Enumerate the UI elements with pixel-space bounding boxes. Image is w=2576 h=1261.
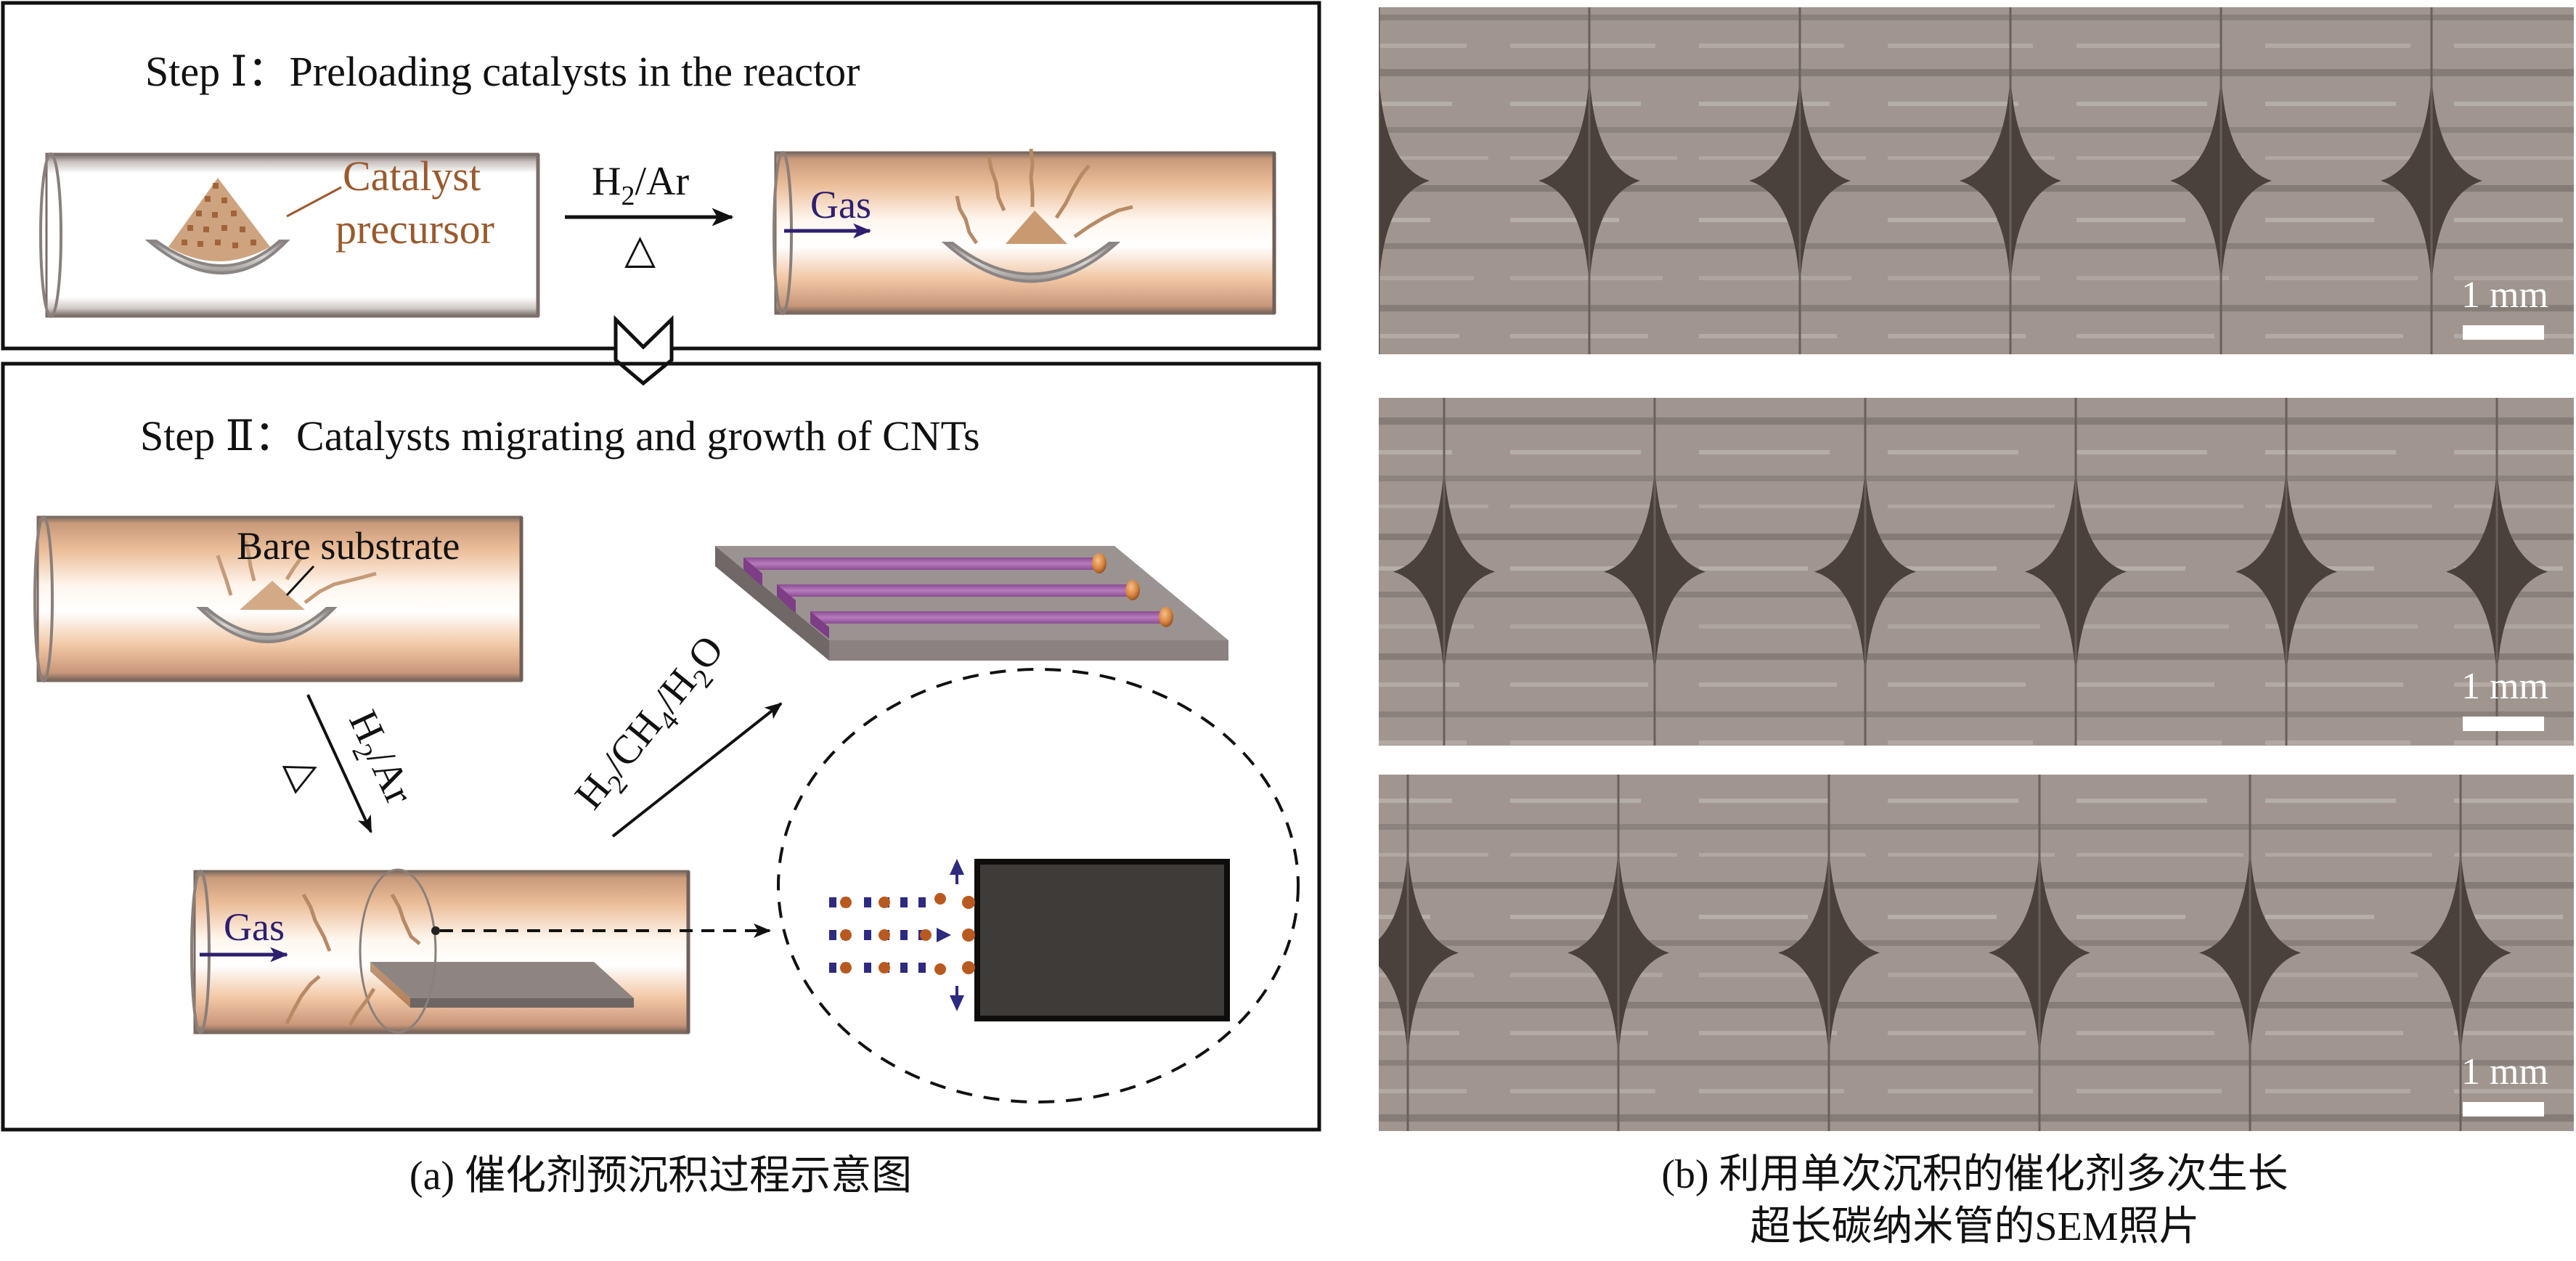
sem-image-2: 1 mm [1379, 398, 2574, 746]
scale-bar [2463, 325, 2544, 340]
catalyst-precursor-pile [168, 178, 270, 261]
scale-bar [2463, 1102, 2544, 1117]
evaporating-precursor-lines [955, 148, 1133, 245]
step2-up-arrow: H2/CH4/H2O [566, 627, 783, 838]
catalyst-boat-step1 [144, 178, 290, 274]
cnt-stripe-3 [810, 611, 1166, 624]
step1-reaction-arrow: H2/Ar △ [565, 159, 734, 272]
substrate-in-tube [370, 962, 634, 998]
scale-bar-label: 1 mm [2461, 666, 2548, 707]
caption-b-line2: 超长碳纳米管的SEM照片 [1750, 1204, 2199, 1249]
caption-a: (a) 催化剂预沉积过程示意图 [409, 1154, 912, 1199]
cross-section-ellipse [359, 868, 437, 1034]
zoom-inset-ellipse [777, 668, 1300, 1103]
up-arrow-label-part: O [679, 627, 733, 678]
step2-title: Step Ⅱ：Catalysts migrating and growth of… [140, 412, 980, 460]
scale-bar-label: 1 mm [2461, 1051, 2548, 1093]
migration-arrow-right [937, 928, 951, 942]
bare-substrate-label: Bare substrate [237, 524, 460, 568]
catalyst-leader-line [286, 186, 342, 218]
substrate-with-cnts [715, 546, 1228, 661]
step2-down-arrow: H2/Ar △ [278, 694, 422, 833]
step2-up-arrow-label: H2/CH4/H2O [566, 627, 738, 823]
step2-heat-symbol: △ [278, 748, 332, 796]
reactor-tube-step2-top [33, 515, 523, 682]
substrate-cross-section [974, 859, 1230, 1021]
step-transition-chevron [614, 314, 674, 386]
catalyst-boat-step1-heated [941, 148, 1133, 283]
zoom-inset [777, 668, 1300, 1103]
heat-symbol: △ [624, 227, 656, 272]
gas-label-step2: Gas [224, 905, 285, 949]
gas-label-step1: Gas [810, 183, 871, 227]
bare-substrate-leader-line [285, 565, 315, 597]
panel-a: Step Ⅰ：Preloading catalysts in the react… [1, 1, 1321, 1199]
step2-frame [1, 362, 1321, 1132]
step2-down-arrow-label: H2/Ar [333, 703, 422, 814]
catalyst-particle-2 [1125, 580, 1140, 600]
catalyst-label-line2: precursor [335, 205, 494, 253]
catalyst-label-line1: Catalyst [343, 152, 481, 200]
focus-point [431, 926, 440, 935]
sem-background [1379, 775, 2574, 1131]
catalyst-migration-dots [829, 859, 975, 1011]
sem-image-1: 1 mm [1379, 7, 2574, 354]
step1-arrow-gas-label: H2/Ar [592, 159, 689, 211]
migration-arrow-up [950, 859, 964, 884]
reactor-tube-step2-bottom [190, 868, 690, 1034]
cnt-stripe-1 [743, 558, 1099, 570]
catalyst-particle-3 [1159, 607, 1173, 627]
catalyst-particle-1 [1092, 553, 1106, 574]
scale-bar-label: 1 mm [2461, 274, 2548, 316]
cnt-stripe-2 [777, 584, 1133, 597]
sem-image-3: 1 mm [1379, 775, 2574, 1131]
sem-background [1379, 398, 2574, 746]
panel-b: 1 mm 1 mm 1 mm [1379, 7, 2574, 1131]
array-gap [1379, 844, 1459, 1062]
reactor-tube-unheated [39, 152, 540, 318]
scale-bar [2463, 717, 2544, 731]
caption-b-line1: (b) 利用单次沉积的催化剂多次生长 [1661, 1152, 2288, 1197]
step1-title: Step Ⅰ：Preloading catalysts in the react… [145, 48, 860, 95]
array-gap [1379, 72, 1430, 290]
migration-arrow-down [950, 986, 964, 1011]
